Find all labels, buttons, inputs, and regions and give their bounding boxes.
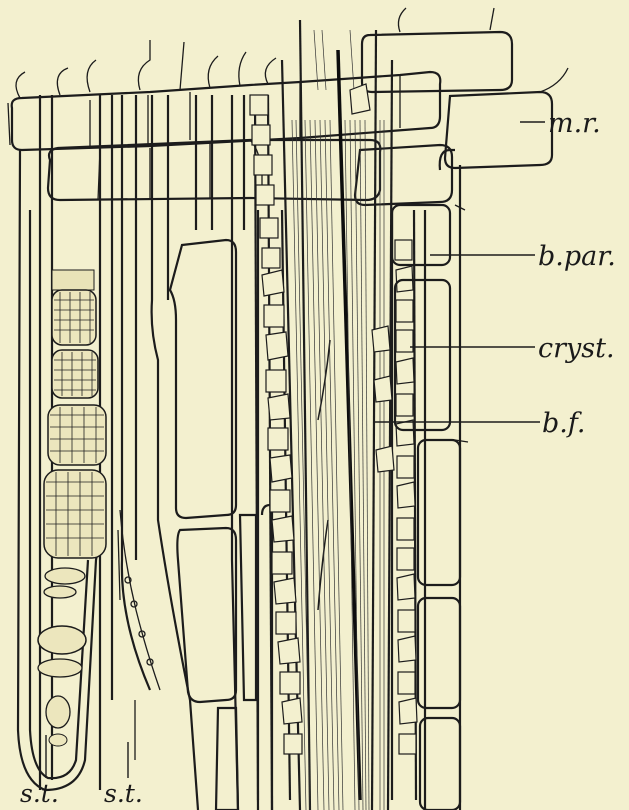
sieve-tube-left	[18, 150, 106, 790]
medullary-ray-cells	[8, 8, 568, 205]
label-bast-fibre: b.f.	[542, 408, 585, 439]
label-bast-parenchyma: b.par.	[538, 241, 616, 272]
label-sieve-tube-1: s.t.	[20, 779, 59, 808]
sieve-tube-right	[118, 510, 160, 760]
label-sieve-tube-2: s.t.	[104, 779, 143, 808]
label-crystals: cryst.	[538, 333, 615, 364]
sieve-plates	[38, 270, 106, 746]
annotation-labels: m.r. b.par. cryst. b.f. s.t. s.t.	[20, 108, 616, 808]
label-medullary-ray: m.r.	[548, 108, 601, 139]
